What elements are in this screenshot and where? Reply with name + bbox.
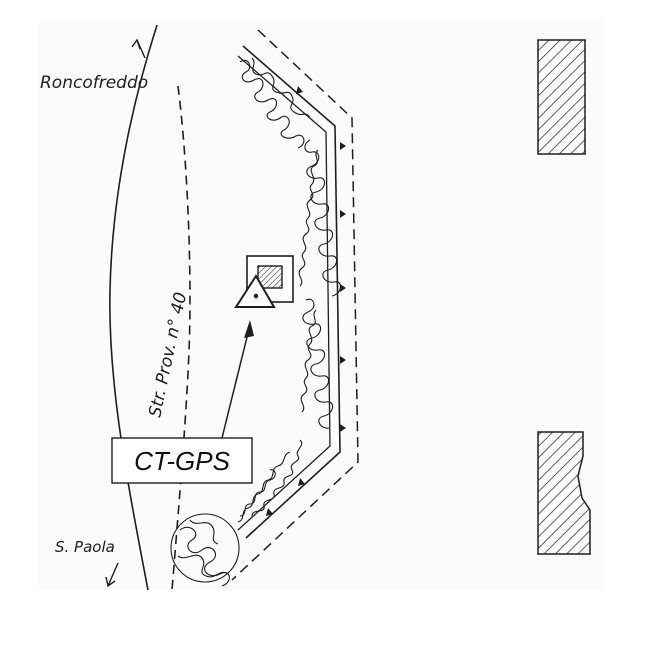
station-label: CT-GPS: [134, 446, 230, 476]
paper-background: [38, 20, 603, 590]
place-label-north: Roncofreddo: [40, 73, 148, 93]
hedge-vegetation: [237, 57, 342, 523]
building-south: [537, 431, 591, 555]
tree-icon: [170, 513, 240, 587]
building-north: [537, 39, 586, 155]
leader-arrow: [221, 320, 254, 439]
boundary-dashed-line: [231, 29, 359, 581]
triangle-benchmark-icon: [234, 274, 276, 308]
wall-inner-line: [237, 55, 331, 531]
boundary-ticks: [266, 86, 346, 516]
arrow-up-left-icon: [131, 38, 146, 59]
road-left-edge: [109, 24, 158, 591]
wall-outer-line: [242, 45, 341, 539]
arrow-down-left-icon: [105, 562, 119, 588]
place-label-south: S. Paola: [55, 538, 115, 556]
station-label-box: CT-GPS: [111, 437, 253, 484]
